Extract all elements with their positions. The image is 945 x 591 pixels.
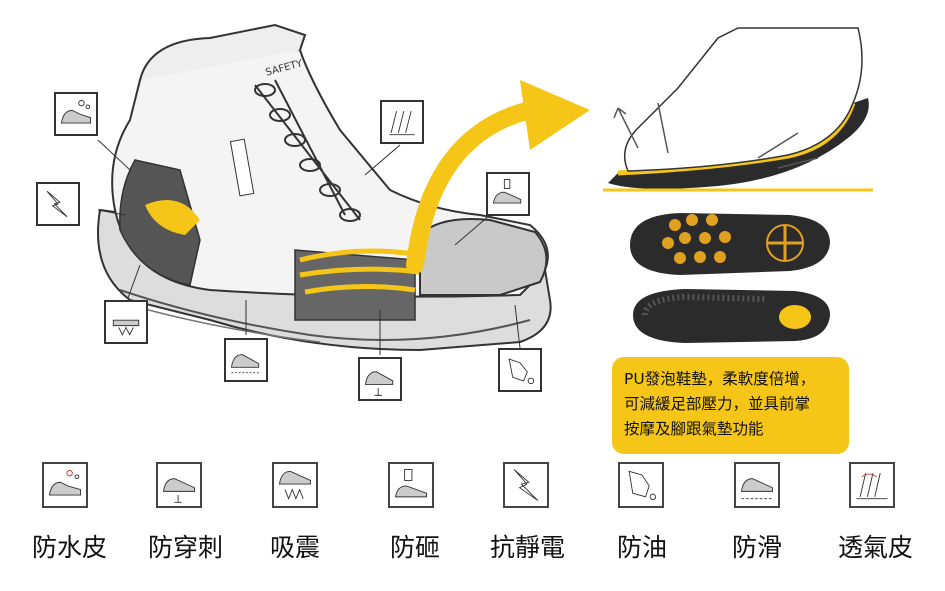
callout-line-1: PU發泡鞋墊，柔軟度倍增， xyxy=(624,370,816,388)
feature-label-antistatic: 抗靜電 xyxy=(490,533,566,562)
impact-resistant-icon xyxy=(388,462,434,508)
yellow-arrow-icon xyxy=(406,80,590,274)
oil-resistant-icon xyxy=(618,462,664,508)
feature-label-shock: 吸震 xyxy=(270,533,321,562)
slip-resistant-icon xyxy=(734,462,780,508)
feature-label-slip: 防滑 xyxy=(732,533,783,562)
impact-resistant-callout-icon xyxy=(486,172,530,216)
leader-lines xyxy=(97,139,521,355)
puncture-resistant-icon xyxy=(156,462,202,508)
feature-label-waterproof: 防水皮 xyxy=(32,533,108,562)
waterproof-leather-callout-icon xyxy=(54,92,98,136)
safety-boot-illustration: SAFETY xyxy=(97,23,552,352)
shock-absorption-icon xyxy=(272,462,318,508)
antistatic-icon xyxy=(503,462,549,508)
foot-on-insole-illustration xyxy=(603,27,873,192)
feature-label-impact: 防砸 xyxy=(390,533,441,562)
breathable-leather-icon xyxy=(849,462,895,508)
feature-label-puncture: 防穿刺 xyxy=(148,533,224,562)
waterproof-leather-icon xyxy=(42,462,88,508)
callout-line-2: 可減緩足部壓力，並具前掌 xyxy=(624,395,811,413)
oil-resistant-callout-icon xyxy=(498,348,542,392)
shock-absorption-callout-icon xyxy=(104,300,148,344)
feature-label-breathable: 透氣皮 xyxy=(838,533,914,562)
insole-top-view xyxy=(630,213,830,275)
insole-description-callout: PU發泡鞋墊，柔軟度倍增， 可減緩足部壓力，並具前掌 按摩及腳跟氣墊功能 xyxy=(612,357,849,454)
callout-line-3: 按摩及腳跟氣墊功能 xyxy=(624,420,764,438)
slip-resistant-callout-icon xyxy=(224,338,268,382)
breathable-leather-callout-icon xyxy=(380,100,424,144)
insole-bottom-view xyxy=(633,289,830,343)
antistatic-callout-icon xyxy=(36,182,80,226)
puncture-resistant-callout-icon xyxy=(358,357,402,401)
feature-label-oil: 防油 xyxy=(617,533,668,562)
